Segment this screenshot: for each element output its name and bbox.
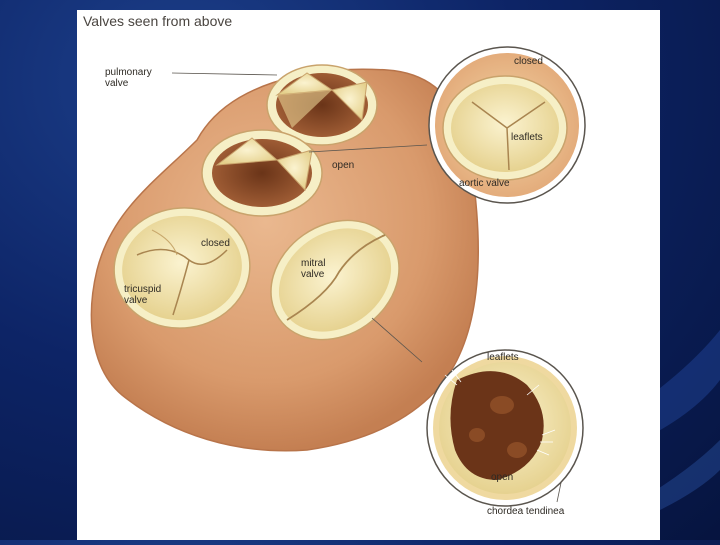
figure-title: Valves seen from above [83, 13, 232, 29]
label-chordea-tendinea: chordea tendinea [487, 506, 564, 517]
label-inset-leaflets-top: leaflets [511, 132, 543, 143]
label-inset-aortic-valve: aortic valve [459, 178, 510, 189]
label-inset-closed: closed [514, 56, 543, 67]
heart-valves-illustration [77, 10, 660, 540]
label-closed-tricuspid: closed [201, 238, 230, 249]
label-inset-leaflets-bottom: leaflets [487, 352, 519, 363]
aortic-valve-open [202, 130, 322, 216]
label-open-aortic: open [332, 160, 354, 171]
heart-valves-figure: Valves seen from above pulmonary valve o… [77, 10, 660, 540]
label-mitral-valve: mitral valve [301, 258, 325, 280]
label-inset-open: open [491, 472, 513, 483]
label-pulmonary-valve: pulmonary valve [105, 67, 152, 89]
label-tricuspid-valve: tricuspid valve [124, 284, 161, 306]
